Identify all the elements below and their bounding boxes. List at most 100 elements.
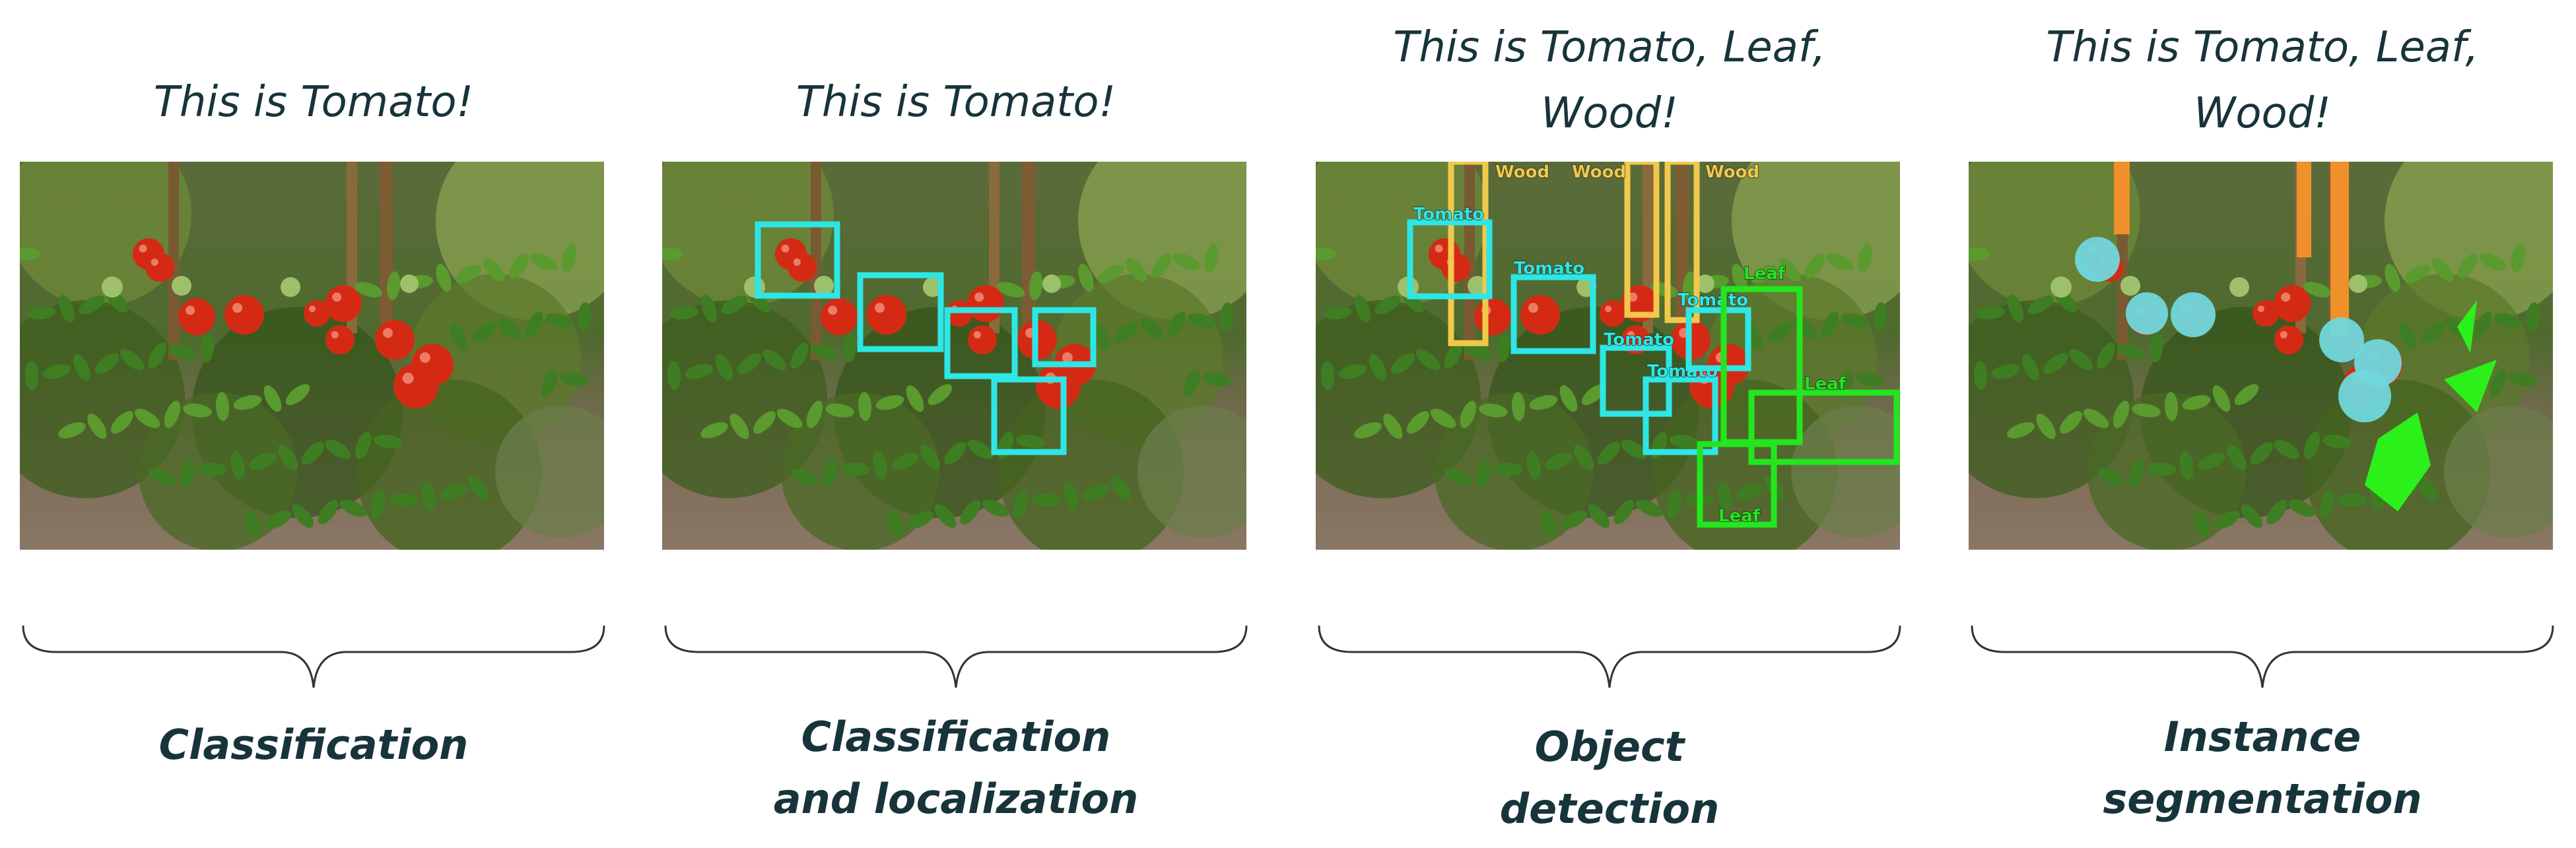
leaf [2097,468,2125,486]
leaf [1529,395,1558,410]
leaf [2027,295,2054,315]
wood-stake [1676,162,1689,346]
tomato-highlight [1628,292,1638,302]
leaf [497,317,521,340]
leaf [907,511,933,529]
leaf [1444,342,1462,369]
leaf [285,384,310,405]
leaf [20,247,41,261]
leaf [2043,353,2068,374]
leaf [825,403,854,418]
leaf [1187,313,1216,329]
leaf [577,302,592,331]
leaf [2149,333,2163,362]
leaf [1444,468,1472,486]
leaf [810,344,839,360]
caption: This is Tomato! [153,78,474,127]
leaf [530,253,558,271]
leaf [2128,459,2144,488]
leaf [200,333,215,362]
leaf [700,422,728,439]
leaf [1732,263,1747,292]
leaf [2288,500,2316,517]
panel-classification-localization: This is Tomato! Classification and local… [662,0,1250,848]
leaf [2008,294,2023,323]
leaf [148,342,166,369]
leaf [2490,370,2507,397]
leaf [1991,364,2020,379]
leaf [2266,500,2288,525]
leaf [944,441,966,465]
leaf [685,364,714,379]
leaf-segment-mask [2365,412,2431,511]
leaf [545,313,574,329]
leaf [1479,403,1508,418]
leaf [1821,311,1839,338]
leaf [891,453,919,470]
tomato-highlight [2280,331,2288,339]
tomato-box-label: Tomato [1678,290,1748,310]
leaf [1082,484,1110,501]
leaf [1969,247,1990,261]
leaf [2241,504,2263,528]
tomato-highlight [139,244,147,253]
leaf [1736,484,1763,501]
leaf [934,504,957,528]
leaf [389,493,418,507]
leaf [386,271,401,300]
leaf [1219,302,1234,331]
leaf [967,440,994,459]
red-tomato [1520,295,1560,335]
leaf [421,482,436,511]
leaf [2212,385,2231,412]
leaf [1826,253,1854,271]
leaf [2164,392,2179,421]
leaf [762,348,787,371]
leaf [440,484,467,501]
caption: This is Tomato! [796,78,1116,127]
brace-path [1318,625,1901,688]
leaf [1873,302,1887,331]
leaf [354,282,383,298]
leaf [1183,370,1200,397]
leaf [858,392,872,421]
wood-segment-mask [2330,162,2349,337]
tomato-segment-mask [2319,317,2364,362]
green-tomato [102,277,123,298]
leaf [982,500,1009,517]
red-tomato [2274,285,2311,322]
red-tomato [967,285,1004,322]
red-tomato [178,298,215,335]
leaf [2097,342,2115,369]
leaf [2320,490,2334,519]
leaf [1016,434,1045,449]
leaf [1369,354,1387,381]
leaf-box-label: Leaf [1804,374,1847,394]
wood-box-label: Wood [1495,162,1549,182]
tomato-photo [1969,162,2553,550]
leaf [887,509,903,538]
leaf [1779,258,1801,282]
caption: This is Tomato, Leaf, Wood! [1393,23,1826,138]
tomato-segment-mask [2075,237,2120,282]
tomato-highlight [332,292,342,302]
leaf [149,468,176,486]
leaf [842,333,857,362]
leaf [2509,372,2538,387]
green-tomato [172,276,191,296]
leaf [1093,323,1110,350]
leaf [468,476,489,501]
leaf [215,392,230,421]
leaf [2007,422,2035,439]
wood-stake [811,162,821,360]
wood-segment-mask [2297,162,2311,257]
leaf [1338,364,1367,379]
leaf [168,344,197,360]
panel-classification: This is Tomato! Classification [20,0,607,848]
tomato-highlight [151,258,158,266]
tomato-highlight [186,306,195,315]
leaf [791,468,819,486]
foliage-patch [1791,406,1900,538]
red-tomato [304,300,330,327]
